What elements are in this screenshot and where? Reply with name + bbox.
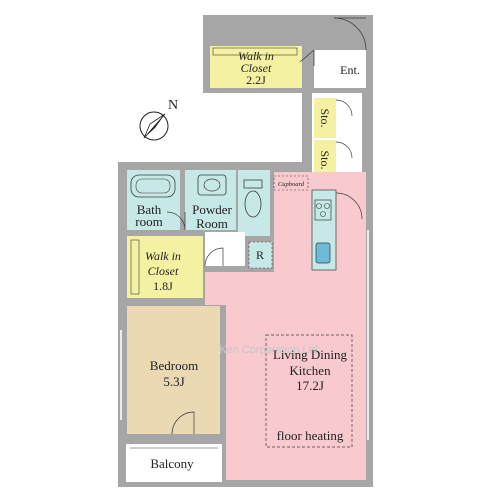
closet-rail <box>130 239 140 295</box>
storage-1 <box>314 98 336 138</box>
washbasin-icon <box>197 174 227 196</box>
entrance <box>314 50 366 88</box>
refrigerator-label: R <box>256 248 264 262</box>
ldk-door-swing <box>335 192 363 220</box>
walk-in-closet-left-label-2: Closet <box>148 264 179 278</box>
ldk-size: 17.2J <box>296 378 324 393</box>
bathtub-icon <box>130 174 176 198</box>
walk-in-closet-left-size: 1.8J <box>153 279 173 293</box>
storage-door-swings <box>335 99 353 159</box>
bedroom <box>127 306 220 434</box>
north-arrow-icon: N <box>139 98 178 141</box>
walk-in-closet-top-label-2: Closet <box>241 61 272 75</box>
floor-heating-area <box>265 334 353 448</box>
closet-rail <box>212 47 298 56</box>
powder-room-label-1: Powder <box>192 202 232 217</box>
refrigerator-space <box>249 242 272 268</box>
floor-heating-label: floor heating <box>277 428 344 443</box>
cupboard <box>273 175 309 191</box>
powder-room-label-2: Room <box>196 216 228 231</box>
storage-1-label: Sto. <box>318 108 332 127</box>
entrance-door-swing <box>333 17 367 51</box>
toilet-tank-icon <box>243 179 263 189</box>
bedroom-size: 5.3J <box>163 374 184 389</box>
toilet-room <box>238 170 270 236</box>
walk-in-closet-left-label-1: Walk in <box>145 249 181 263</box>
bedroom-door-swing <box>171 411 195 435</box>
bathroom <box>127 170 180 230</box>
cupboard-label: Cupboard <box>278 181 305 188</box>
windows <box>120 230 369 440</box>
walk-in-closet-top-size: 2.2J <box>246 73 266 87</box>
entrance-label: Ent. <box>340 63 360 77</box>
cooktop-icon <box>314 199 332 221</box>
inner-hall <box>205 232 245 266</box>
watermark: Ken Corporation Ltd. <box>219 344 321 356</box>
hall-door-swing <box>204 247 224 267</box>
balcony <box>126 444 222 482</box>
toilet-icon <box>244 190 262 218</box>
walk-in-closet-top <box>210 46 302 88</box>
bath-door-swing <box>166 211 186 231</box>
storage-2-label: Sto. <box>318 150 332 169</box>
bathroom-label-2: room <box>135 214 162 229</box>
balcony-label: Balcony <box>150 456 194 471</box>
ldk-label-2: Kitchen <box>289 363 331 378</box>
bedroom-label: Bedroom <box>150 358 198 373</box>
bathroom-label-1: Bath <box>137 202 162 217</box>
walk-in-closet-top-label-1: Walk in <box>238 49 274 63</box>
powder-room <box>185 170 236 230</box>
storage-2 <box>314 140 336 180</box>
walk-in-closet-left <box>127 236 203 298</box>
closet-door <box>299 49 315 66</box>
kitchen-sink-icon <box>315 242 331 264</box>
compass-label: N <box>168 98 178 113</box>
ldk-label-1: Living Dining <box>273 347 348 362</box>
